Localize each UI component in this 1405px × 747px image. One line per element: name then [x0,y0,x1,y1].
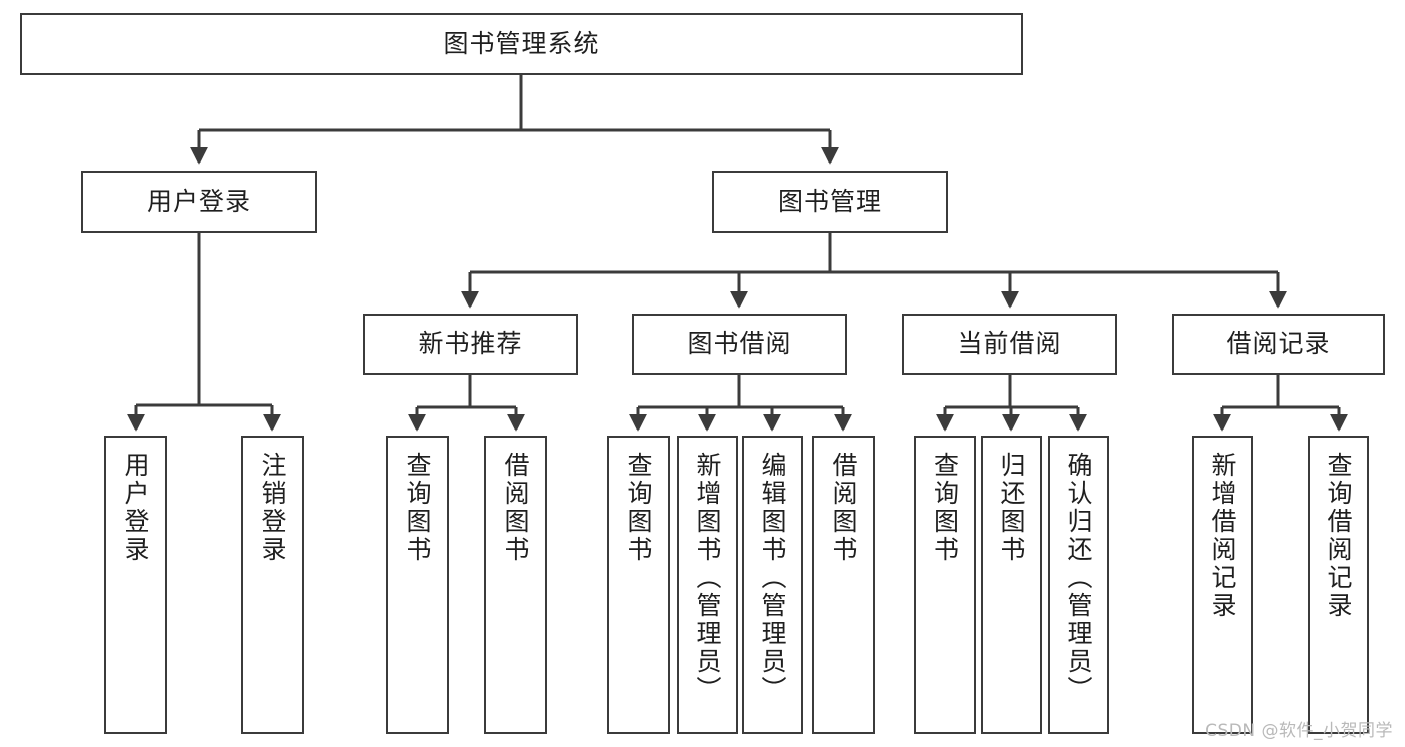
node-label: 查询图书 [930,452,960,564]
leaf-query-books-current[interactable]: 查询图书 [914,436,976,734]
node-label: 新增借阅记录 [1208,452,1237,620]
node-label: 借阅记录 [1226,329,1331,359]
node-label: 新书推荐 [418,329,523,359]
node-label: 图书管理系统 [443,28,600,58]
csdn-watermark: CSDN @软件_小贺同学 [1205,721,1393,741]
node-label: 归还图书 [997,452,1026,564]
node-current-borrowing[interactable]: 当前借阅 [902,314,1117,375]
leaf-add-borrow-record[interactable]: 新增借阅记录 [1192,436,1253,734]
leaf-query-books-recommendation[interactable]: 查询图书 [386,436,449,734]
node-label: 当前借阅 [957,329,1062,359]
node-book-borrowing[interactable]: 图书借阅 [632,314,847,375]
node-book-management[interactable]: 图书管理 [712,171,948,233]
node-label: 新增图书（管理员） [693,452,722,704]
leaf-query-books-borrowing[interactable]: 查询图书 [607,436,670,734]
node-label: 确认归还（管理员） [1064,452,1093,704]
node-label: 用户登录 [146,186,251,216]
node-label: 查询借阅记录 [1324,452,1353,620]
node-user-login[interactable]: 用户登录 [81,171,317,233]
node-label: 编辑图书（管理员） [758,452,787,704]
node-label: 用户登录 [121,452,150,564]
node-label: 查询图书 [403,452,432,564]
node-new-book-recommendation[interactable]: 新书推荐 [363,314,578,375]
leaf-confirm-return-admin[interactable]: 确认归还（管理员） [1048,436,1109,734]
node-label: 借阅图书 [501,452,530,564]
leaf-logout[interactable]: 注销登录 [241,436,304,734]
leaf-user-login[interactable]: 用户登录 [104,436,167,734]
node-label: 查询图书 [624,452,653,564]
leaf-borrow-books-borrowing[interactable]: 借阅图书 [812,436,875,734]
node-label: 注销登录 [258,452,287,564]
node-borrowing-records[interactable]: 借阅记录 [1172,314,1385,375]
leaf-return-books[interactable]: 归还图书 [981,436,1042,734]
node-label: 图书管理 [777,186,882,216]
node-label: 图书借阅 [687,329,792,359]
leaf-edit-book-admin[interactable]: 编辑图书（管理员） [742,436,803,734]
leaf-borrow-books-recommendation[interactable]: 借阅图书 [484,436,547,734]
node-label: 借阅图书 [829,452,858,564]
leaf-add-book-admin[interactable]: 新增图书（管理员） [677,436,738,734]
leaf-query-borrow-record[interactable]: 查询借阅记录 [1308,436,1369,734]
node-root-book-management-system[interactable]: 图书管理系统 [20,13,1023,75]
